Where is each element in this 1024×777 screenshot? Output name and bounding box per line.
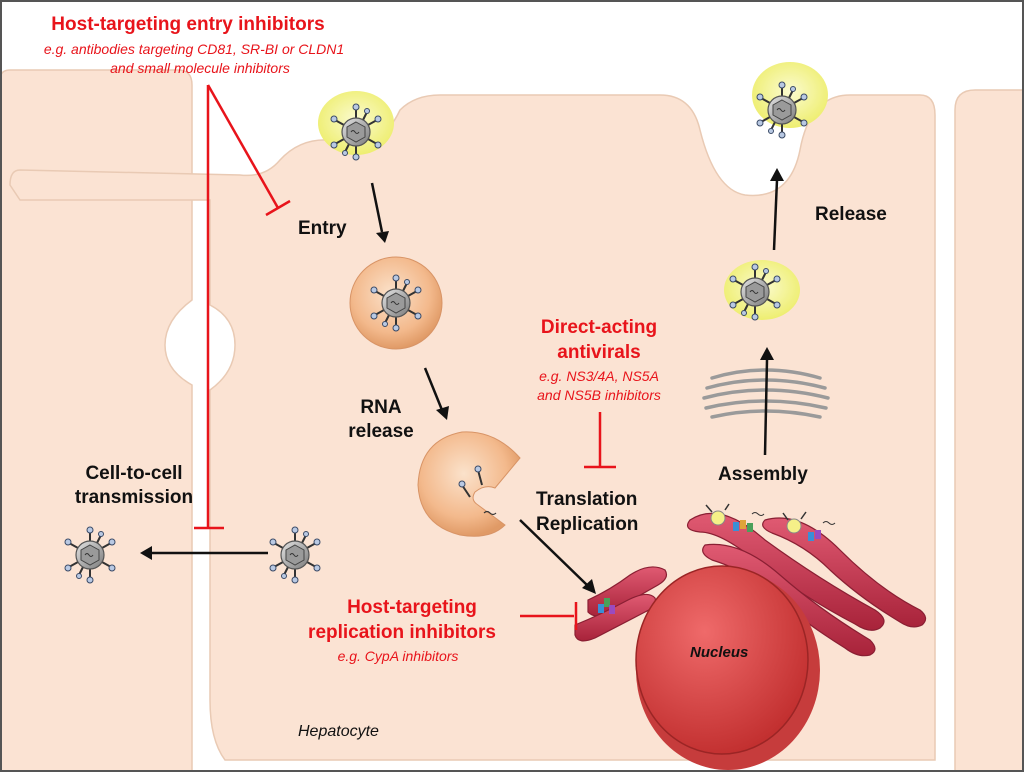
step-rna-label: RNA (360, 397, 402, 418)
step-replication-label: Replication (536, 514, 639, 535)
endosome (349, 256, 443, 350)
cell-to-cell-label-1: Cell-to-cell (85, 463, 183, 484)
replication-inhibitor-title-1: Host-targeting (347, 597, 477, 618)
replication-inhibitor-title-2: replication inhibitors (308, 622, 496, 643)
replication-complexes (598, 503, 836, 614)
hepatocyte-cells (0, 69, 1024, 773)
nucleus-label: Nucleus (690, 644, 749, 661)
step-virion-release-label: Release (815, 204, 887, 225)
step-entry-label: Entry (298, 218, 347, 239)
assembled-virion (724, 260, 800, 321)
entry-inhibitor-example-2: and small molecule inhibitors (110, 60, 290, 76)
viral-rna-icon (483, 510, 497, 516)
released-virion (752, 62, 828, 139)
left-cell (0, 69, 193, 773)
uncoating-vesicle (417, 431, 521, 537)
inhibition-lines (194, 84, 616, 630)
step-translation-label: Translation (536, 489, 638, 510)
replication-inhibitor-example: e.g. CypA inhibitors (337, 648, 459, 664)
cell-to-cell-label-2: transmission (74, 487, 194, 508)
entry-inhibitor-title: Host-targeting entry inhibitors (51, 14, 325, 35)
entry-inhibitor-example-1: e.g. antibodies targeting CD81, SR-BI or… (43, 41, 345, 57)
daa-example-2: and NS5B inhibitors (537, 387, 661, 403)
nucleus (635, 565, 820, 770)
right-cell (954, 89, 1024, 773)
step-release-rna-label: release (348, 421, 414, 442)
daa-title-2: antivirals (557, 342, 641, 363)
hepatocyte-label: Hepatocyte (298, 723, 379, 740)
daa-title-1: Direct-acting (540, 317, 658, 338)
lifecycle-arrows (140, 168, 784, 594)
step-assembly-label: Assembly (718, 464, 808, 485)
entering-virion (318, 91, 394, 161)
daa-example-1: e.g. NS3/4A, NS5A (539, 368, 659, 384)
